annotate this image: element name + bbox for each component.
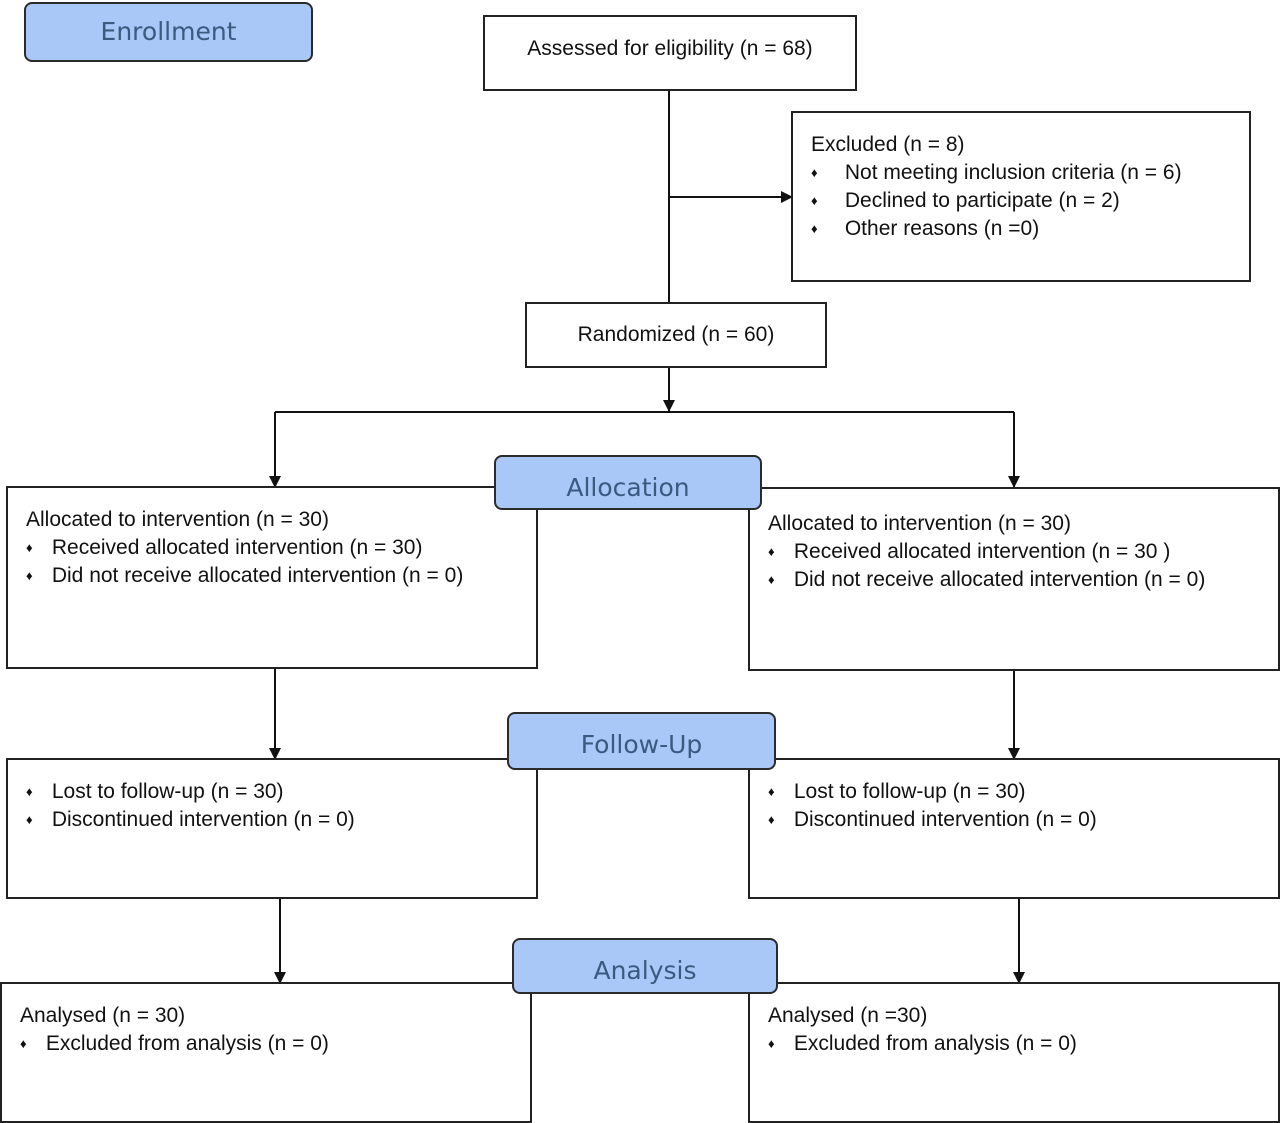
excluded-item: ♦ Other reasons (n =0) [811, 215, 1249, 243]
analysis-right-item: ♦ Excluded from analysis (n = 0) [768, 1030, 1278, 1058]
excluded-item-text: Declined to participate (n = 2) [844, 189, 1120, 212]
followup-right-item: ♦ Discontinued intervention (n = 0) [768, 806, 1278, 834]
followup-left-item-text: Lost to follow-up (n = 30) [51, 780, 284, 803]
allocation-left-title: Allocated to intervention (n = 30) [26, 508, 329, 531]
followup-left-item: ♦ Lost to follow-up (n = 30) [26, 778, 536, 806]
diamond-bullet-icon: ♦ [768, 1036, 775, 1051]
diamond-bullet-icon: ♦ [26, 812, 33, 827]
diamond-bullet-icon: ♦ [768, 784, 775, 799]
followup-left-box: ♦ Lost to follow-up (n = 30) ♦ Discontin… [6, 758, 538, 899]
diamond-bullet-icon: ♦ [811, 165, 818, 180]
allocation-right-item-text: Received allocated intervention (n = 30 … [793, 540, 1171, 563]
allocation-left-item-text: Received allocated intervention (n = 30) [51, 536, 423, 559]
stage-analysis: Analysis [512, 938, 778, 994]
diamond-bullet-icon: ♦ [811, 193, 818, 208]
allocation-left-item-text: Did not receive allocated intervention (… [51, 564, 464, 587]
diamond-bullet-icon: ♦ [768, 544, 775, 559]
allocation-left-item: ♦ Received allocated intervention (n = 3… [26, 534, 536, 562]
allocation-right-item: ♦ Did not receive allocated intervention… [768, 566, 1278, 594]
allocation-right-item-text: Did not receive allocated intervention (… [793, 568, 1206, 591]
analysis-right-title: Analysed (n =30) [768, 1004, 928, 1027]
analysis-left-title: Analysed (n = 30) [20, 1004, 186, 1027]
stage-allocation: Allocation [494, 455, 762, 510]
diamond-bullet-icon: ♦ [26, 568, 33, 583]
allocation-right-box: Allocated to intervention (n = 30) ♦ Rec… [748, 487, 1280, 671]
diamond-bullet-icon: ♦ [811, 221, 818, 236]
stage-follow-up: Follow-Up [507, 712, 776, 770]
followup-right-box: ♦ Lost to follow-up (n = 30) ♦ Discontin… [748, 758, 1280, 899]
excluded-item-text: Other reasons (n =0) [844, 217, 1040, 240]
excluded-item: ♦ Declined to participate (n = 2) [811, 187, 1249, 215]
followup-right-item-text: Lost to follow-up (n = 30) [793, 780, 1026, 803]
diamond-bullet-icon: ♦ [768, 812, 775, 827]
excluded-item: ♦ Not meeting inclusion criteria (n = 6) [811, 159, 1249, 187]
allocation-left-item: ♦ Did not receive allocated intervention… [26, 562, 536, 590]
excluded-box: Excluded (n = 8) ♦ Not meeting inclusion… [791, 111, 1251, 282]
analysis-right-item-text: Excluded from analysis (n = 0) [793, 1032, 1077, 1055]
followup-right-item-text: Discontinued intervention (n = 0) [793, 808, 1097, 831]
excluded-item-text: Not meeting inclusion criteria (n = 6) [844, 161, 1182, 184]
randomized-box: Randomized (n = 60) [525, 302, 827, 368]
analysis-right-box: Analysed (n =30) ♦ Excluded from analysi… [748, 982, 1280, 1123]
followup-left-item-text: Discontinued intervention (n = 0) [51, 808, 355, 831]
allocation-right-item: ♦ Received allocated intervention (n = 3… [768, 538, 1278, 566]
allocation-left-box: Allocated to intervention (n = 30) ♦ Rec… [6, 486, 538, 669]
assessed-box: Assessed for eligibility (n = 68) [483, 15, 857, 91]
stage-enrollment: Enrollment [24, 2, 313, 62]
randomized-text: Randomized (n = 60) [577, 323, 775, 346]
diamond-bullet-icon: ♦ [26, 784, 33, 799]
diamond-bullet-icon: ♦ [768, 572, 775, 587]
analysis-left-item: ♦ Excluded from analysis (n = 0) [20, 1030, 530, 1058]
followup-right-item: ♦ Lost to follow-up (n = 30) [768, 778, 1278, 806]
diamond-bullet-icon: ♦ [26, 540, 33, 555]
followup-left-item: ♦ Discontinued intervention (n = 0) [26, 806, 536, 834]
analysis-left-box: Analysed (n = 30) ♦ Excluded from analys… [0, 982, 532, 1123]
allocation-right-title: Allocated to intervention (n = 30) [768, 512, 1071, 535]
assessed-text: Assessed for eligibility (n = 68) [527, 37, 813, 60]
excluded-title: Excluded (n = 8) [811, 133, 965, 156]
analysis-left-item-text: Excluded from analysis (n = 0) [45, 1032, 329, 1055]
diamond-bullet-icon: ♦ [20, 1036, 27, 1051]
